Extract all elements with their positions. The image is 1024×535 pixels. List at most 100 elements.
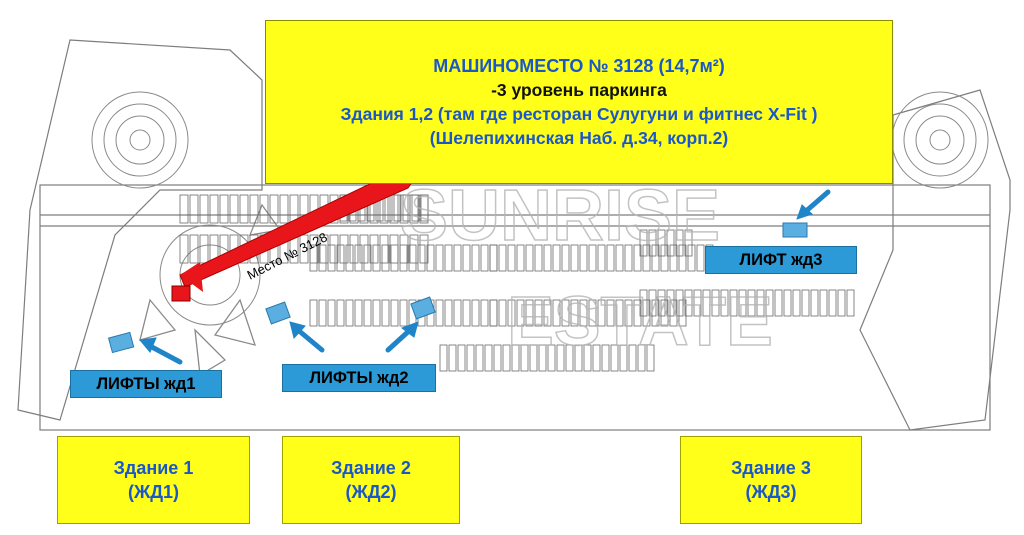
parking-slot xyxy=(525,244,534,272)
parking-slot xyxy=(411,194,420,222)
parking-slot xyxy=(466,344,475,372)
parking-slot xyxy=(502,344,511,372)
parking-slot xyxy=(489,299,498,327)
parking-slot xyxy=(179,194,189,224)
parking-slot xyxy=(666,289,675,317)
watermark-top: SUNRISE xyxy=(400,176,720,256)
parking-slot xyxy=(462,299,471,327)
parking-slot xyxy=(628,344,637,372)
parking-slot xyxy=(538,344,547,372)
parking-slot xyxy=(439,344,448,372)
parking-slot xyxy=(336,299,345,327)
building-3-code: (ЖД3) xyxy=(745,482,797,502)
parking-slot xyxy=(457,344,466,372)
parking-slot xyxy=(381,244,390,272)
central-parking-outline xyxy=(39,184,991,431)
parking-slot xyxy=(390,299,399,327)
parking-slot xyxy=(369,234,379,264)
parking-slot xyxy=(619,344,628,372)
parking-slot xyxy=(639,229,648,257)
parking-slot xyxy=(363,244,372,272)
lift3-label: ЛИФТ жд3 xyxy=(705,246,857,274)
left-wing-outline xyxy=(17,39,263,421)
parking-slot xyxy=(354,299,363,327)
building-2-box: Здание 2 (ЖД2) xyxy=(282,436,460,524)
parking-slot xyxy=(249,194,259,224)
parking-slot xyxy=(444,299,453,327)
parking-slot xyxy=(846,289,855,317)
parking-slot xyxy=(448,344,457,372)
parking-slot xyxy=(675,289,684,317)
parking-slot xyxy=(417,244,426,272)
parking-slot xyxy=(747,289,756,317)
parking-slot xyxy=(516,299,525,327)
parking-slot xyxy=(489,299,498,327)
parking-slot xyxy=(615,299,624,327)
watermark-bottom: ESTATE xyxy=(507,282,773,360)
lift3-marker xyxy=(782,222,808,238)
parking-slot xyxy=(507,244,516,272)
parking-slot xyxy=(471,244,480,272)
parking-slot xyxy=(309,244,318,272)
parking-slot xyxy=(534,299,543,327)
building-1-box: Здание 1 (ЖД1) xyxy=(57,436,250,524)
lift2-marker-a xyxy=(265,301,291,325)
parking-slot xyxy=(547,344,556,372)
parking-slot xyxy=(687,244,696,272)
parking-space-3128 xyxy=(171,285,191,302)
lift2-label: ЛИФТЫ жд2 xyxy=(282,364,436,392)
parking-slot xyxy=(408,244,417,272)
parking-slot xyxy=(574,344,583,372)
parking-slot xyxy=(552,299,561,327)
parking-slot xyxy=(511,344,520,372)
parking-slot xyxy=(390,244,399,272)
building-3-name: Здание 3 xyxy=(731,458,811,478)
parking-slot xyxy=(651,244,660,272)
parking-slot xyxy=(480,244,489,272)
parking-slot xyxy=(529,344,538,372)
parking-slot xyxy=(642,299,651,327)
parking-slot xyxy=(525,299,534,327)
parking-slot xyxy=(229,194,239,224)
parking-slot xyxy=(345,299,354,327)
parking-slot xyxy=(637,344,646,372)
parking-slot xyxy=(471,299,480,327)
parking-slot xyxy=(592,344,601,372)
parking-slot xyxy=(444,244,453,272)
parking-slot xyxy=(372,299,381,327)
parking-slot xyxy=(189,234,199,264)
parking-slot xyxy=(498,299,507,327)
parking-slot xyxy=(329,234,339,264)
parking-slot xyxy=(579,299,588,327)
parking-slot xyxy=(597,299,606,327)
parking-slot xyxy=(801,289,810,317)
parking-slot xyxy=(597,244,606,272)
parking-slot xyxy=(372,244,381,272)
parking-slot xyxy=(624,244,633,272)
parking-slot xyxy=(336,244,345,272)
address: (Шелепихинская Наб. д.34, корп.2) xyxy=(429,128,729,148)
parking-slot xyxy=(299,234,309,264)
parking-slot xyxy=(484,344,493,372)
parking-slot xyxy=(507,299,516,327)
parking-slot xyxy=(583,344,592,372)
parking-slot xyxy=(345,244,354,272)
building-2-name: Здание 2 xyxy=(331,458,411,478)
parking-slot xyxy=(435,244,444,272)
parking-slot xyxy=(570,299,579,327)
parking-slot xyxy=(774,289,783,317)
parking-slot xyxy=(419,234,429,264)
parking-slot xyxy=(837,289,846,317)
parking-slot xyxy=(601,344,610,372)
parking-slot xyxy=(381,299,390,327)
building-3-box: Здание 3 (ЖД3) xyxy=(680,436,862,524)
parking-slot xyxy=(219,194,229,224)
parking-slot xyxy=(702,289,711,317)
parking-slot xyxy=(633,244,642,272)
parking-slot xyxy=(651,299,660,327)
parking-slot xyxy=(561,299,570,327)
parking-level: -3 уровень паркинга xyxy=(491,80,667,100)
parking-slot xyxy=(666,229,675,257)
parking-slot xyxy=(493,344,502,372)
parking-slot xyxy=(318,299,327,327)
